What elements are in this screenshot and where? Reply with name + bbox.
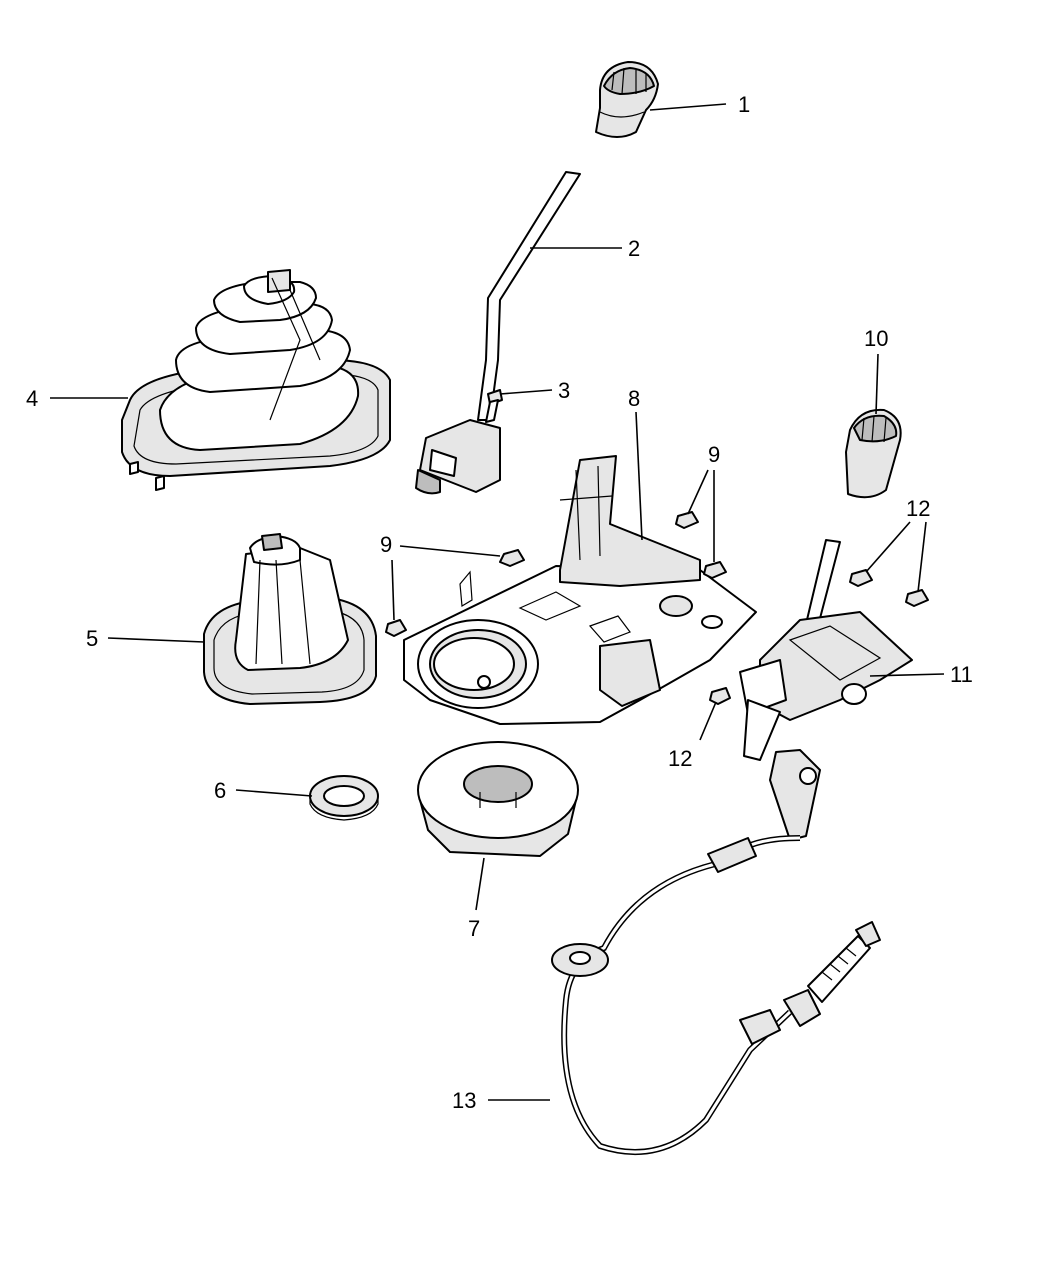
callout-13: 13 [452, 1088, 476, 1113]
part-4-shift-boot[interactable] [121, 269, 391, 491]
callout-12-b: 12 [668, 746, 692, 771]
part-7-bezel[interactable] [417, 741, 579, 857]
part-9-nut-b[interactable] [385, 619, 407, 637]
part-3-bolt[interactable] [485, 389, 503, 423]
part-11-shifter-assembly[interactable] [739, 539, 913, 841]
callout-4: 4 [26, 386, 38, 411]
part-12-nut-c[interactable] [709, 687, 731, 705]
callout-6: 6 [214, 778, 226, 803]
callout-9-b: 9 [708, 442, 720, 467]
leader-lines [50, 103, 945, 1101]
callout-9-a: 9 [380, 532, 392, 557]
part-12-nut-b[interactable] [905, 589, 929, 607]
part-10-shift-knob[interactable] [845, 408, 902, 499]
part-9-nut-d[interactable] [703, 561, 727, 579]
part-1-shift-knob[interactable] [595, 61, 659, 138]
callout-2: 2 [628, 236, 640, 261]
callout-1: 1 [738, 92, 750, 117]
callout-3: 3 [558, 378, 570, 403]
part-9-nut-c[interactable] [675, 511, 699, 529]
part-5-shift-boot[interactable] [203, 533, 377, 705]
part-8-bracket[interactable] [403, 455, 757, 725]
callout-11: 11 [950, 662, 973, 687]
callout-10: 10 [864, 326, 888, 351]
part-9-nut-a[interactable] [499, 549, 525, 567]
callout-8: 8 [628, 386, 640, 411]
callout-12-a: 12 [906, 496, 930, 521]
part-12-nut-a[interactable] [849, 569, 873, 587]
part-2-shift-lever[interactable] [415, 171, 581, 495]
part-6-seal-ring[interactable] [309, 775, 379, 821]
callout-7: 7 [468, 916, 480, 941]
part-13-shift-cable[interactable] [551, 835, 881, 1155]
callouts: 1 2 3 4 5 6 7 8 9 9 10 11 12 12 13 [26, 92, 973, 1113]
callout-5: 5 [86, 626, 98, 651]
